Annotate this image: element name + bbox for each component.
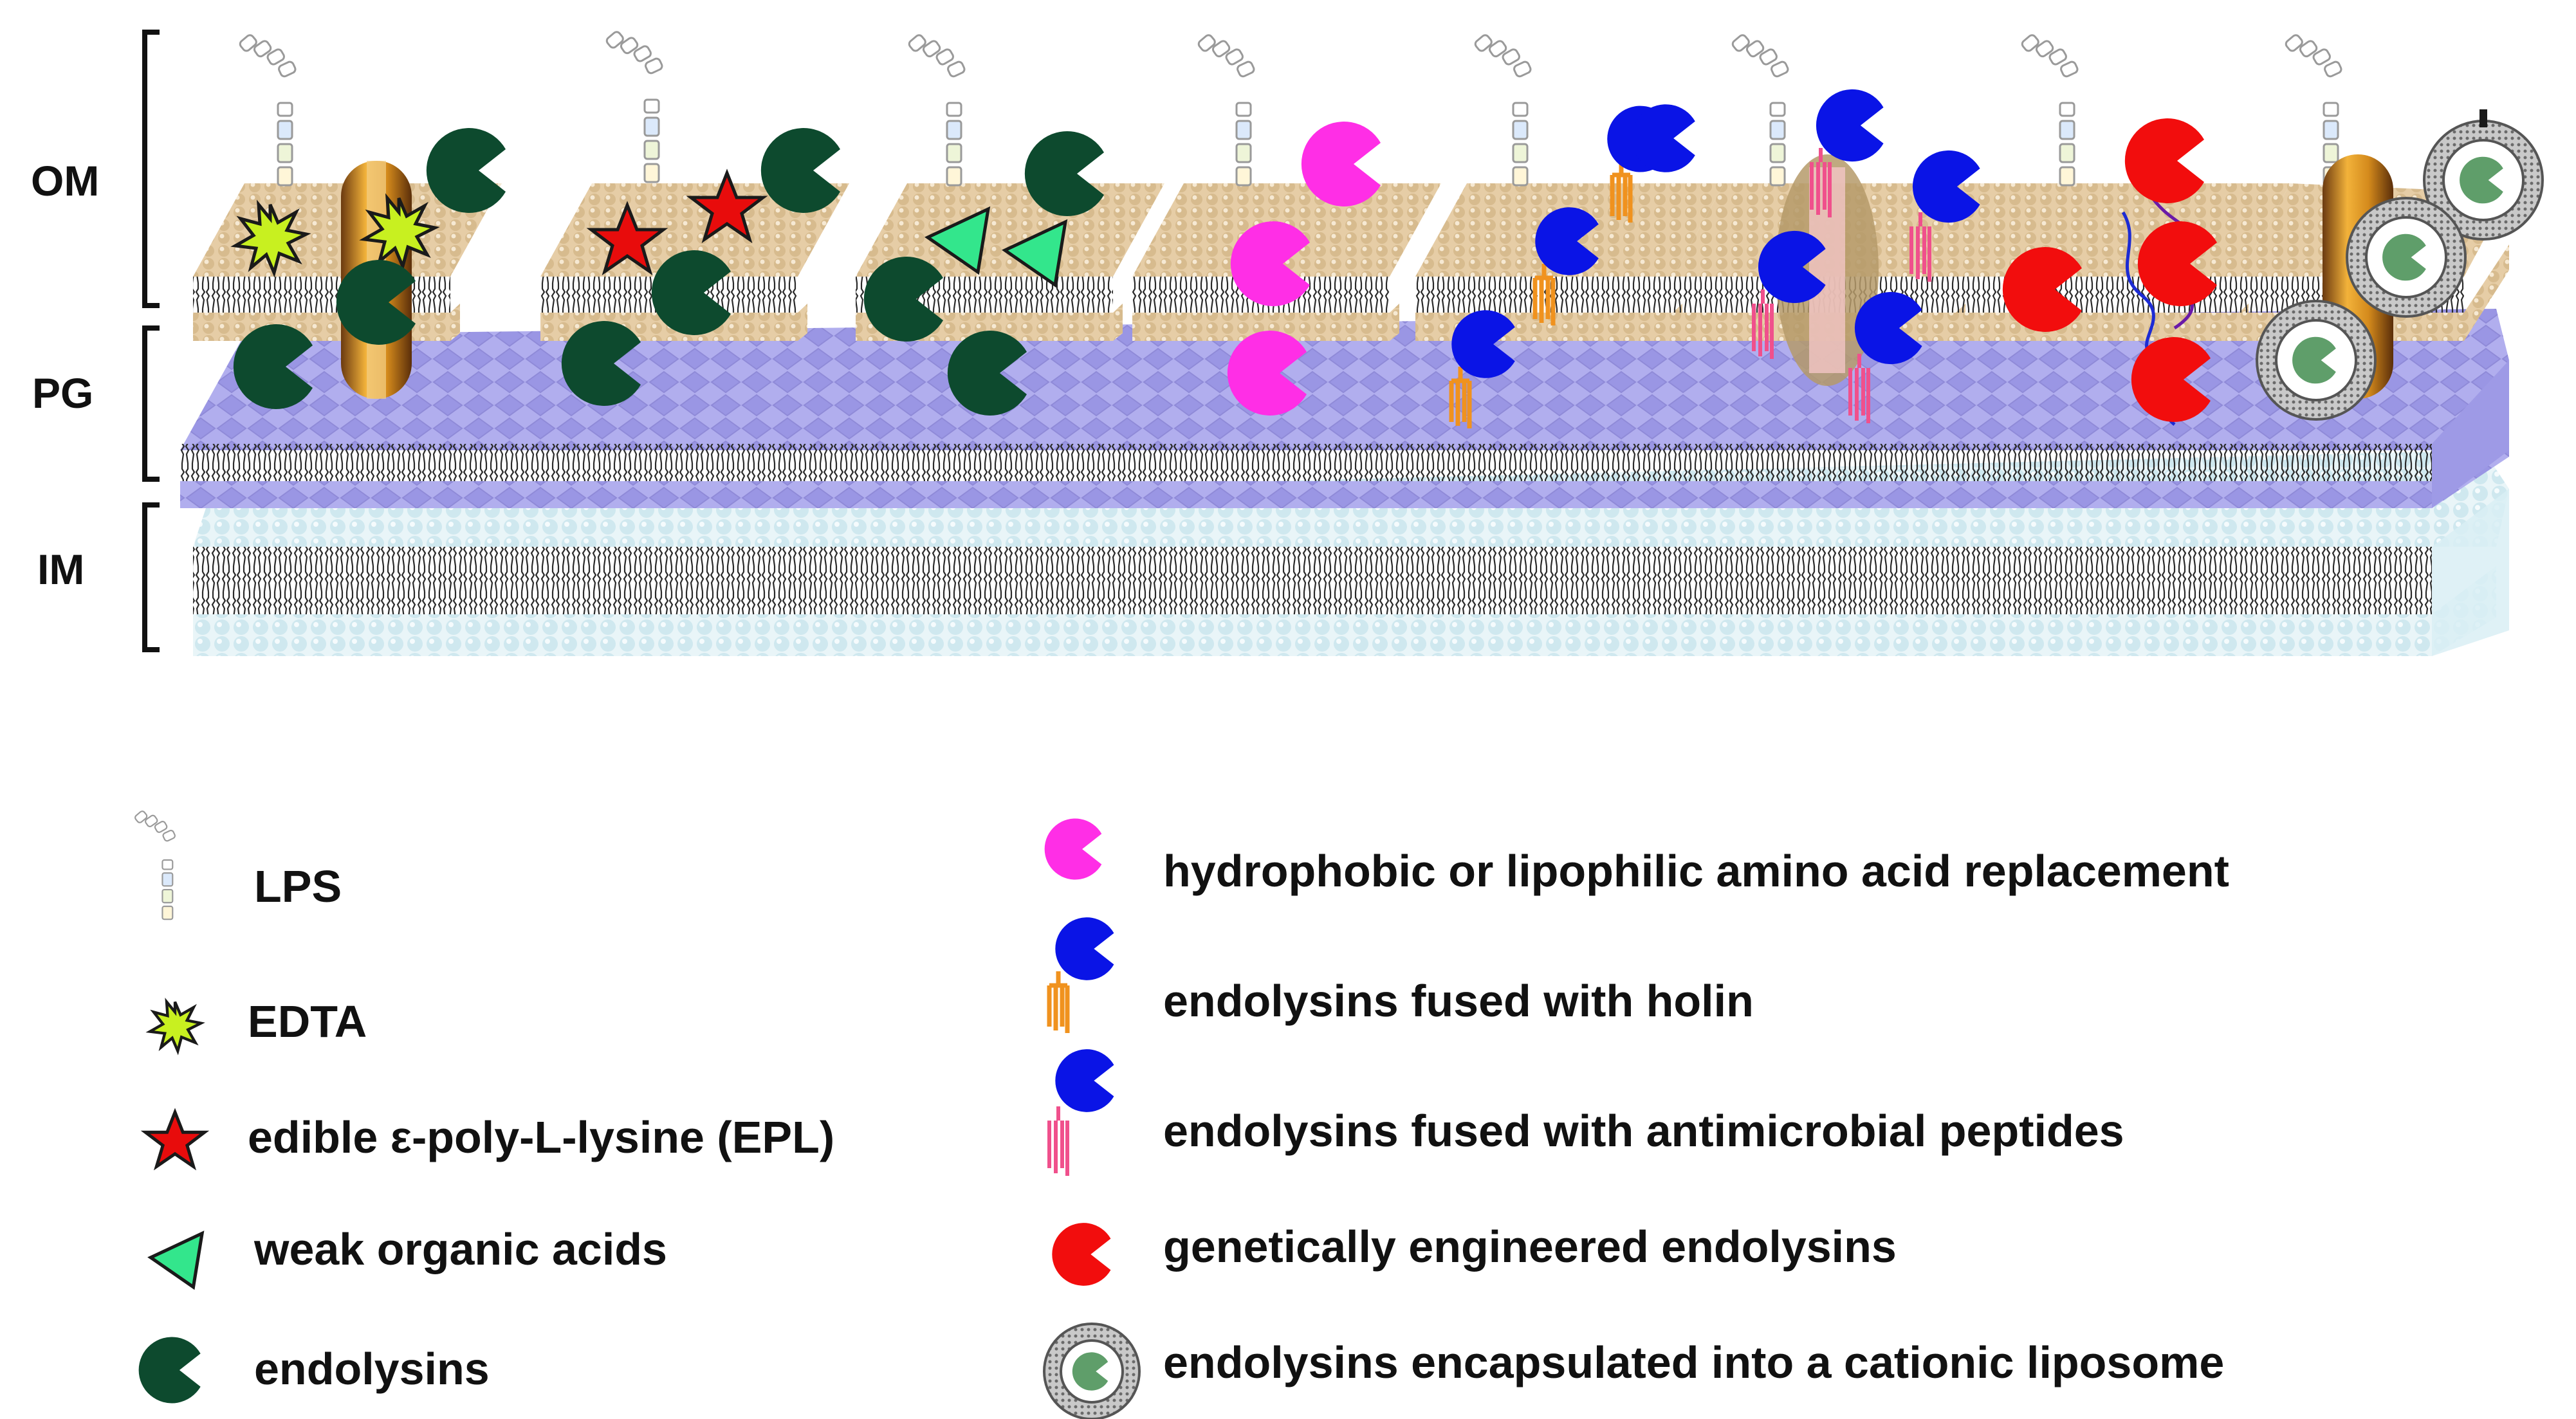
lps-molecule <box>2283 32 2344 187</box>
endolysin-icon <box>138 1337 201 1404</box>
hydrophobic-endolysin-icon <box>1044 818 1102 880</box>
module-liposome <box>2256 109 2544 421</box>
legend-label-holin: endolysins fused with holin <box>1163 976 1754 1026</box>
weak-acid-icon <box>151 1234 202 1287</box>
module-engineered <box>2002 118 2217 426</box>
lps-molecule <box>604 29 665 183</box>
liposome-icon <box>2256 300 2377 421</box>
lps-molecule <box>1473 32 1533 187</box>
pg-bracket <box>142 325 160 482</box>
legend-item-edta: EDTA <box>150 996 367 1051</box>
legend-item-amp: endolysins fused with antimicrobial pept… <box>1049 1049 2124 1176</box>
legend-item-weak-acids: weak organic acids <box>151 1224 667 1287</box>
legend-label-endolysins: endolysins <box>254 1344 490 1394</box>
lps-molecule <box>906 32 967 187</box>
engineered-endolysin-icon <box>1052 1223 1111 1286</box>
legend-label-epl: edible ε-poly-L-lysine (EPL) <box>248 1112 834 1162</box>
legend-item-epl: edible ε-poly-L-lysine (EPL) <box>145 1112 834 1167</box>
legend-item-holin: endolysins fused with holin <box>1049 917 1754 1033</box>
legend-item-lps: LPS <box>133 809 342 920</box>
lps-molecule <box>2019 32 2080 187</box>
legend-item-liposome <box>1043 1323 1141 1419</box>
legend-label-lps: LPS <box>254 861 342 911</box>
lps-molecule <box>237 32 298 187</box>
porin-channel <box>1776 154 1879 386</box>
im-bracket <box>142 502 160 652</box>
legend-item-engineered: genetically engineered endolysins <box>1052 1222 1897 1286</box>
liposome-icon <box>2346 197 2467 318</box>
legend-label-liposome: endolysins encapsulated into a cationic … <box>1163 1337 2224 1387</box>
om-bracket <box>142 30 160 308</box>
lps-icon <box>133 809 177 920</box>
liposome-icon <box>2423 109 2544 241</box>
legend-label-hydrophobic: hydrophobic or lipophilic amino acid rep… <box>1163 846 2229 896</box>
om-label: OM <box>31 157 99 205</box>
lps-molecule <box>1196 32 1256 187</box>
holin-icon <box>1049 971 1067 1033</box>
layer-brackets: OM PG IM <box>31 30 160 652</box>
lps-molecule <box>1730 32 1790 187</box>
legend-label-edta: EDTA <box>248 996 367 1047</box>
lps-chains <box>237 29 2344 187</box>
amp-icon <box>1049 1106 1067 1176</box>
im-label: IM <box>37 545 84 593</box>
legend-label-engineered: genetically engineered endolysins <box>1163 1222 1897 1272</box>
legend-item-hydrophobic: hydrophobic or lipophilic amino acid rep… <box>1044 818 2229 896</box>
pg-label: PG <box>32 369 93 417</box>
fused-endolysin-icon <box>1055 1049 1114 1112</box>
om-sheet-4 <box>1132 183 1441 341</box>
legend-label-weak-acids: weak organic acids <box>253 1224 667 1274</box>
epl-icon <box>145 1112 205 1166</box>
edta-icon <box>150 1002 201 1051</box>
legend-item-endolysins: endolysins <box>138 1337 490 1404</box>
legend: LPS EDTA edible ε-poly-L-lysine (EPL) we… <box>133 809 2229 1419</box>
fused-endolysin-icon <box>1055 917 1114 980</box>
peptidoglycan-layer <box>180 309 2509 508</box>
legend-label-amp: endolysins fused with antimicrobial pept… <box>1163 1106 2124 1156</box>
